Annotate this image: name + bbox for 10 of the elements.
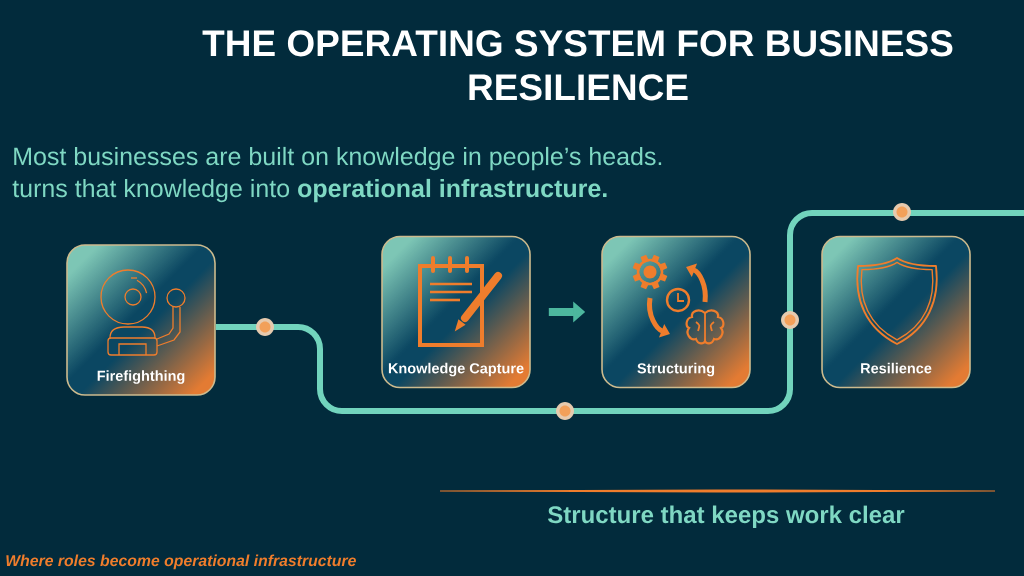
step-card: Structuring	[601, 235, 751, 389]
footer-note: Where roles become operational infrastructure	[6, 554, 356, 570]
step-card: Knowledge Capture	[381, 235, 531, 389]
path-line	[215, 210, 1024, 414]
step-card: Firefighthing	[66, 244, 216, 396]
title: THE OPERATING SYSTEM FOR BUSINESS RESILIENCE	[202, 30, 953, 101]
tagline: Structure that keeps work clear	[547, 505, 905, 528]
subtitle: Most businesses are built on knowledge in people’s heads.	[14, 146, 662, 171]
step-card: Resilience	[821, 235, 971, 389]
subtitle: turns that knowledge into operational infrastructure.	[12, 178, 607, 203]
